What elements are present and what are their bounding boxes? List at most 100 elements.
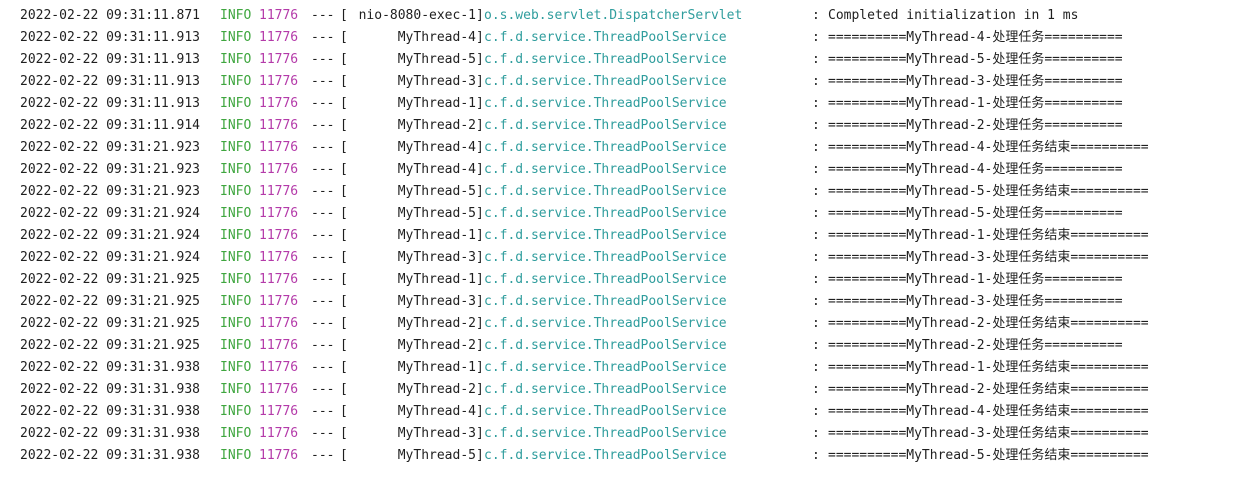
log-pid: 11776 bbox=[259, 316, 299, 331]
log-thread-bracket-open: [ bbox=[340, 118, 348, 133]
log-pid: 11776 bbox=[259, 74, 299, 89]
log-logger: c.f.d.service.ThreadPoolService bbox=[484, 360, 727, 375]
log-timestamp: 2022-02-22 09:31:21.925 bbox=[20, 316, 201, 331]
log-timestamp: 2022-02-22 09:31:21.923 bbox=[20, 162, 201, 177]
log-timestamp: 2022-02-22 09:31:21.924 bbox=[20, 228, 201, 243]
log-thread-name: nio-8080-exec-1 bbox=[358, 8, 476, 23]
log-message: ==========MyThread-3-处理任务========== bbox=[828, 74, 1123, 89]
log-thread-bracket-close: ] bbox=[476, 140, 484, 155]
log-timestamp: 2022-02-22 09:31:21.925 bbox=[20, 338, 201, 353]
log-separator: --- bbox=[311, 8, 335, 23]
log-thread-name: MyThread-2 bbox=[397, 316, 476, 331]
log-timestamp: 2022-02-22 09:31:11.913 bbox=[20, 96, 201, 111]
log-logger: c.f.d.service.ThreadPoolService bbox=[484, 30, 727, 45]
log-separator: --- bbox=[311, 74, 335, 89]
log-colon: : bbox=[812, 228, 820, 243]
log-pid: 11776 bbox=[259, 8, 299, 23]
log-level: INFO bbox=[220, 140, 252, 155]
log-thread-bracket-open: [ bbox=[340, 338, 348, 353]
log-pid: 11776 bbox=[259, 206, 299, 221]
log-message: ==========MyThread-1-处理任务========== bbox=[828, 96, 1123, 111]
log-thread-bracket-close: ] bbox=[476, 96, 484, 111]
log-timestamp: 2022-02-22 09:31:11.913 bbox=[20, 74, 201, 89]
log-message: ==========MyThread-3-处理任务结束========== bbox=[828, 426, 1149, 441]
log-level: INFO bbox=[220, 52, 252, 67]
log-thread-bracket-open: [ bbox=[340, 404, 348, 419]
log-pid: 11776 bbox=[259, 250, 299, 265]
log-timestamp: 2022-02-22 09:31:21.924 bbox=[20, 206, 201, 221]
log-logger: c.f.d.service.ThreadPoolService bbox=[484, 448, 727, 463]
log-separator: --- bbox=[311, 118, 335, 133]
log-colon: : bbox=[812, 162, 820, 177]
log-pid: 11776 bbox=[259, 426, 299, 441]
log-logger: c.f.d.service.ThreadPoolService bbox=[484, 74, 727, 89]
log-thread-bracket-open: [ bbox=[340, 184, 348, 199]
log-timestamp: 2022-02-22 09:31:21.923 bbox=[20, 184, 201, 199]
log-thread-bracket-open: [ bbox=[340, 316, 348, 331]
log-thread-bracket-open: [ bbox=[340, 162, 348, 177]
log-thread-bracket-open: [ bbox=[340, 272, 348, 287]
log-message: Completed initialization in 1 ms bbox=[828, 8, 1079, 23]
log-thread-name: MyThread-3 bbox=[397, 426, 476, 441]
log-level: INFO bbox=[220, 404, 252, 419]
log-separator: --- bbox=[311, 96, 335, 111]
log-pid: 11776 bbox=[259, 52, 299, 67]
log-logger: c.f.d.service.ThreadPoolService bbox=[484, 206, 727, 221]
log-separator: --- bbox=[311, 250, 335, 265]
log-logger: o.s.web.servlet.DispatcherServlet bbox=[484, 8, 743, 23]
log-thread-bracket-close: ] bbox=[476, 316, 484, 331]
log-colon: : bbox=[812, 338, 820, 353]
log-thread-name: MyThread-3 bbox=[397, 74, 476, 89]
log-thread-bracket-close: ] bbox=[476, 360, 484, 375]
log-separator: --- bbox=[311, 360, 335, 375]
log-separator: --- bbox=[311, 206, 335, 221]
log-level: INFO bbox=[220, 360, 252, 375]
log-pid: 11776 bbox=[259, 118, 299, 133]
log-thread-name: MyThread-4 bbox=[397, 404, 476, 419]
log-level: INFO bbox=[220, 96, 252, 111]
log-thread-bracket-close: ] bbox=[476, 52, 484, 67]
log-thread-bracket-close: ] bbox=[476, 118, 484, 133]
log-colon: : bbox=[812, 96, 820, 111]
log-separator: --- bbox=[311, 426, 335, 441]
log-level: INFO bbox=[220, 74, 252, 89]
log-level: INFO bbox=[220, 118, 252, 133]
log-timestamp: 2022-02-22 09:31:31.938 bbox=[20, 426, 201, 441]
log-level: INFO bbox=[220, 272, 252, 287]
log-separator: --- bbox=[311, 52, 335, 67]
log-timestamp: 2022-02-22 09:31:21.923 bbox=[20, 140, 201, 155]
log-thread-bracket-close: ] bbox=[476, 250, 484, 265]
log-thread-bracket-open: [ bbox=[340, 206, 348, 221]
log-separator: --- bbox=[311, 140, 335, 155]
log-thread-bracket-close: ] bbox=[476, 184, 484, 199]
log-message: ==========MyThread-5-处理任务结束========== bbox=[828, 184, 1149, 199]
log-logger: c.f.d.service.ThreadPoolService bbox=[484, 382, 727, 397]
log-thread-bracket-open: [ bbox=[340, 250, 348, 265]
log-level: INFO bbox=[220, 316, 252, 331]
log-thread-bracket-close: ] bbox=[476, 448, 484, 463]
log-colon: : bbox=[812, 184, 820, 199]
log-logger: c.f.d.service.ThreadPoolService bbox=[484, 404, 727, 419]
log-thread-bracket-close: ] bbox=[476, 294, 484, 309]
log-thread-name: MyThread-5 bbox=[397, 448, 476, 463]
log-timestamp: 2022-02-22 09:31:11.914 bbox=[20, 118, 201, 133]
log-pid: 11776 bbox=[259, 30, 299, 45]
log-logger: c.f.d.service.ThreadPoolService bbox=[484, 294, 727, 309]
log-thread-bracket-open: [ bbox=[340, 140, 348, 155]
log-separator: --- bbox=[311, 30, 335, 45]
log-timestamp: 2022-02-22 09:31:11.913 bbox=[20, 52, 201, 67]
log-thread-bracket-close: ] bbox=[476, 206, 484, 221]
log-thread-bracket-open: [ bbox=[340, 382, 348, 397]
log-message: ==========MyThread-5-处理任务========== bbox=[828, 52, 1123, 67]
log-colon: : bbox=[812, 140, 820, 155]
log-thread-bracket-open: [ bbox=[340, 52, 348, 67]
log-separator: --- bbox=[311, 228, 335, 243]
log-thread-name: MyThread-1 bbox=[397, 360, 476, 375]
log-thread-bracket-open: [ bbox=[340, 30, 348, 45]
log-logger: c.f.d.service.ThreadPoolService bbox=[484, 96, 727, 111]
log-message: ==========MyThread-3-处理任务结束========== bbox=[828, 250, 1149, 265]
log-level: INFO bbox=[220, 8, 252, 23]
log-message: ==========MyThread-2-处理任务结束========== bbox=[828, 382, 1149, 397]
log-thread-bracket-open: [ bbox=[340, 74, 348, 89]
